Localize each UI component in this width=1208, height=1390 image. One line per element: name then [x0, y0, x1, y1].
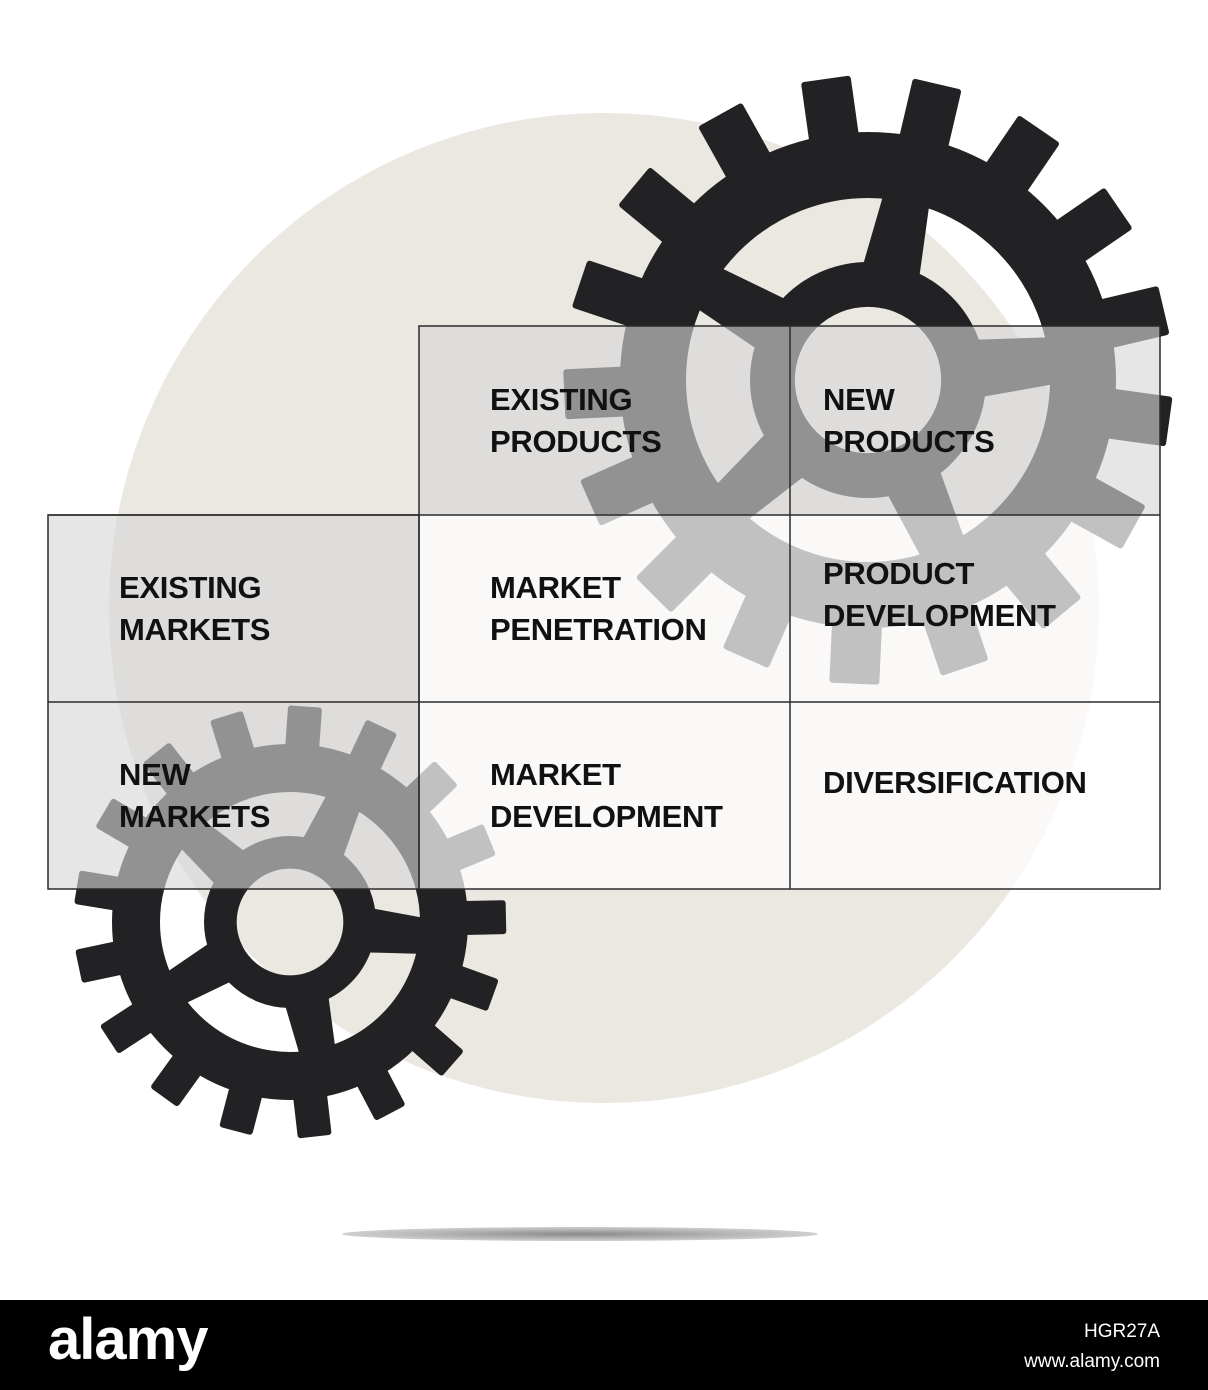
- cell-line: MARKET: [490, 569, 621, 605]
- gear-tooth: [219, 1084, 263, 1135]
- column-header-line: EXISTING: [490, 381, 633, 417]
- image-id: HGR27A: [1083, 1321, 1160, 1342]
- gear-tooth: [409, 1023, 463, 1076]
- gear-tooth: [75, 941, 125, 983]
- gear-tooth: [801, 75, 859, 144]
- gear-tooth: [899, 78, 962, 150]
- footer-bar: [0, 1300, 1208, 1390]
- cell-line: DEVELOPMENT: [823, 598, 1056, 633]
- gear-tooth: [446, 965, 499, 1011]
- gear-tooth: [293, 1091, 332, 1139]
- gear-tooth: [100, 1002, 154, 1053]
- column-header-line: PRODUCTS: [490, 423, 662, 459]
- column-header-line: PRODUCTS: [823, 423, 995, 459]
- gear-tooth: [699, 103, 771, 180]
- gear-spoke: [285, 997, 336, 1057]
- gear-tooth: [1054, 188, 1132, 263]
- gear-tooth: [985, 116, 1060, 194]
- floor-shadow: [342, 1227, 818, 1241]
- column-header-line: NEW: [823, 381, 895, 417]
- cell-line: MARKET: [490, 757, 621, 792]
- cell-line: PENETRATION: [490, 611, 707, 647]
- gear-spoke: [369, 908, 426, 954]
- cell-diversification: DIVERSIFICATION: [790, 702, 1160, 889]
- gear-spoke: [164, 943, 230, 1005]
- row-header-line: NEW: [119, 757, 191, 792]
- gear-tooth: [461, 900, 507, 936]
- cell-market-development: MARKET DEVELOPMENT: [419, 702, 790, 889]
- gear-tooth: [619, 168, 697, 244]
- gear-tooth: [572, 260, 646, 327]
- cell-line: DEVELOPMENT: [490, 799, 723, 834]
- row-header-line: MARKETS: [119, 611, 271, 647]
- brand-logo: alamy: [48, 1307, 208, 1372]
- cell-line: DIVERSIFICATION: [823, 765, 1087, 800]
- gear-spoke: [863, 193, 930, 275]
- column-header-existing-products: EXISTING PRODUCTS: [419, 326, 790, 515]
- gear-tooth: [151, 1052, 203, 1107]
- cell-line: PRODUCT: [823, 556, 975, 591]
- row-header-existing-markets: EXISTING MARKETS: [48, 515, 419, 702]
- row-header-new-markets: NEW MARKETS: [48, 702, 419, 889]
- cell-product-development: PRODUCT DEVELOPMENT: [790, 515, 1160, 702]
- gear-tooth: [356, 1067, 405, 1120]
- row-header-line: EXISTING: [119, 569, 262, 605]
- column-header-new-products: NEW PRODUCTS: [790, 326, 1160, 515]
- cell-market-penetration: MARKET PENETRATION: [419, 515, 790, 702]
- site-url: www.alamy.com: [1024, 1351, 1160, 1372]
- row-header-line: MARKETS: [119, 799, 271, 834]
